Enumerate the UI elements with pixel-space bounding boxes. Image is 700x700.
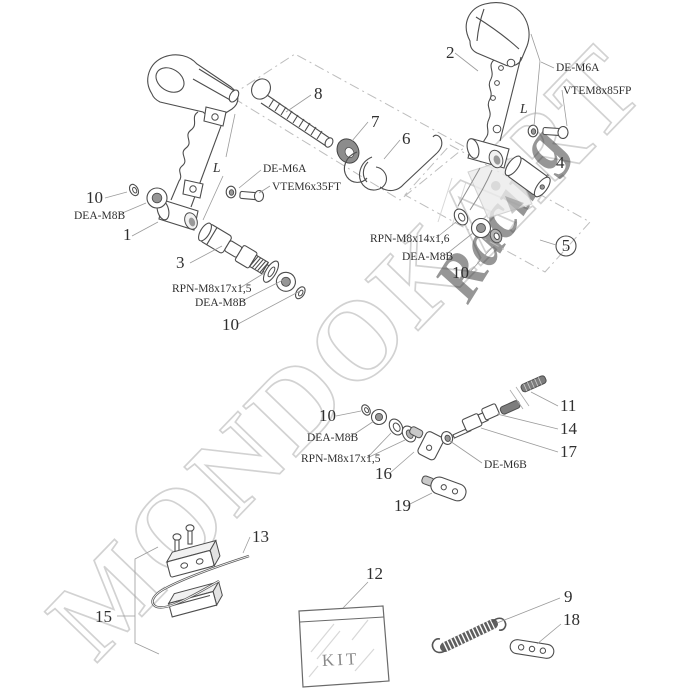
callout-number-6: 6: [402, 129, 411, 148]
part-6-spring-drawing: [343, 134, 443, 192]
part-code-labels: DE-M6A VTEM6x35FT DE-M6A VTEM8x85FP DEA-…: [74, 62, 631, 471]
part-7-grommet-drawing: [336, 138, 360, 164]
callout-number-11: 11: [560, 396, 576, 415]
part-4-roller-drawing: [504, 155, 551, 198]
dashed-group-box-upper: [229, 53, 466, 201]
part-rpn-washers-center: [388, 418, 417, 443]
callout-number-10b: 10: [222, 315, 239, 334]
callout-number-10c: 10: [452, 263, 469, 282]
part-13-rod-drawing: [151, 554, 250, 609]
part-code-dea-m8b-left: DEA-M8B: [74, 210, 125, 222]
callout-number-12: 12: [366, 564, 383, 583]
callout-number-10d: 10: [319, 406, 336, 425]
callout-number-7: 7: [371, 112, 380, 131]
part-code-de-m6a-left: DE-M6A: [263, 163, 307, 175]
callout-numbers: 1 2 3 4 5 6 7 8 9 10 10 10 10 11 12 13 1…: [86, 43, 580, 629]
part-18-strip-drawing: [509, 639, 555, 659]
axis-label-right: L: [519, 101, 528, 116]
callout-number-19: 19: [394, 496, 411, 515]
part-9-spring-drawing: [431, 617, 507, 654]
callout-number-1: 1: [123, 225, 132, 244]
leader-lines: [104, 33, 568, 655]
callout-number-18: 18: [563, 610, 580, 629]
part-code-de-m6b: DE-M6B: [484, 459, 527, 471]
part-code-rpn-m8x14: RPN-M8x14x1,6: [370, 233, 450, 245]
part-5-balloon-circle: [555, 235, 577, 257]
part-code-rpn-m8x17-b: RPN-M8x17x1,5: [301, 453, 381, 465]
part-code-dea-m8b-a: DEA-M8B: [195, 297, 246, 309]
part-dea-m8b-nut-right: [470, 217, 492, 239]
part-8-bolt-drawing: [251, 78, 334, 148]
callout-number-10a: 10: [86, 188, 103, 207]
callout-number-2: 2: [446, 43, 455, 62]
part-code-vtem8x85fp: VTEM8x85FP: [563, 85, 631, 97]
part-dea-m8b-nut-left: [146, 187, 168, 209]
part-dea-m8b-nut-center: [370, 408, 388, 426]
part-12-kit-bag-drawing: KIT: [298, 605, 390, 688]
part-10-washer-left: [128, 183, 140, 197]
part-15-clamp-assembly-drawing: [165, 524, 223, 618]
part-11-threaded-rod-drawing: [499, 375, 547, 415]
part-code-rpn-m8x17-a: RPN-M8x17x1,5: [172, 283, 252, 295]
part-de-m6b-nut-drawing: [440, 431, 454, 445]
part-de-m6a-nut-right: [527, 124, 539, 138]
part-16-pin-block-drawing: [409, 426, 444, 461]
callout-number-8: 8: [314, 84, 323, 103]
part-3-shaft-drawing: [198, 222, 306, 300]
part-10-washer-center: [361, 404, 371, 416]
part-code-vtem6x35ft: VTEM6x35FT: [272, 181, 341, 193]
callout-number-4: 4: [556, 153, 565, 172]
callout-number-9: 9: [564, 587, 573, 606]
part-14-sleeve-drawing: [481, 403, 500, 421]
callout-number-17: 17: [560, 442, 578, 461]
part-rpn-washer-right: [453, 208, 469, 226]
part-de-m6a-nut-left: [225, 185, 237, 199]
brand-watermark-text: MONDOKART: [25, 22, 668, 682]
axis-label-left: L: [212, 160, 221, 175]
part-2-pedal-drawing: [457, 2, 530, 211]
callout-number-16: 16: [375, 464, 392, 483]
callout-number-15: 15: [95, 607, 112, 626]
callout-number-3: 3: [176, 253, 185, 272]
part-1-pedal-drawing: [147, 54, 240, 231]
part-19-clevis-drawing: [421, 475, 467, 502]
part-vtem8x85fp-bolt: [542, 125, 569, 140]
kit-bag-label: KIT: [322, 649, 360, 670]
part-code-dea-m8b-c: DEA-M8B: [307, 432, 358, 444]
brand-watermark: MONDOKART Racing: [24, 21, 669, 682]
part-10-washer-right: [489, 228, 503, 244]
part-code-de-m6a-right: DE-M6A: [556, 62, 600, 74]
part-code-dea-m8b-b: DEA-M8B: [402, 251, 453, 263]
callout-number-13: 13: [252, 527, 269, 546]
callout-number-14: 14: [560, 419, 578, 438]
dashed-group-box-lower: [404, 144, 591, 273]
part-vtem6x35ft-bolt: [239, 189, 265, 203]
callout-number-5: 5: [562, 236, 571, 255]
